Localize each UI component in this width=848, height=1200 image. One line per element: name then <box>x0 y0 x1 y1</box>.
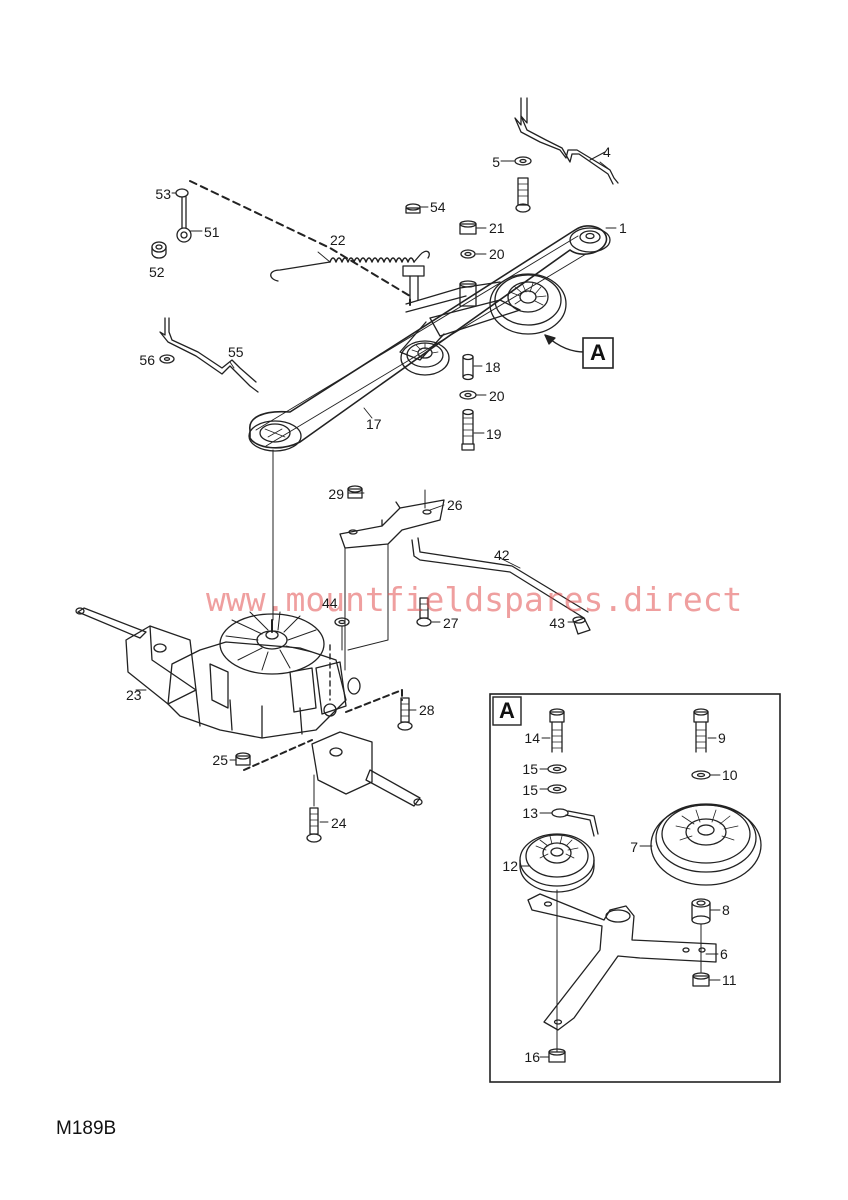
transaxle-23 <box>75 607 423 807</box>
washer-5 <box>500 156 532 213</box>
detail-label-16: 16 <box>524 1049 540 1065</box>
washer-44 <box>334 617 350 651</box>
pulley-1 <box>569 227 611 253</box>
nut-54 <box>405 203 421 214</box>
detail-label-12: 12 <box>502 858 518 874</box>
detail-idler-arm-6 <box>527 893 717 1031</box>
detail-label-11: 11 <box>722 972 737 988</box>
tension-spring-22 <box>270 250 430 282</box>
part-label-56: 56 <box>139 352 155 368</box>
bolt-19 <box>461 408 475 451</box>
idler-bracket <box>402 265 501 313</box>
part-label-43: 43 <box>549 615 565 631</box>
part-label-17: 17 <box>366 416 382 432</box>
detail-view-a-frame <box>489 693 781 1083</box>
rod-55 <box>159 317 259 393</box>
detail-pulley-7 <box>650 803 762 886</box>
nut-29 <box>347 485 363 499</box>
part-label-51: 51 <box>204 224 220 240</box>
detail-nut-16 <box>548 1048 566 1063</box>
detail-label-7: 7 <box>630 839 638 855</box>
part-label-55: 55 <box>228 344 244 360</box>
part-label-29: 29 <box>328 486 344 502</box>
detail-label-14: 14 <box>524 730 540 746</box>
detail-label-8: 8 <box>722 902 730 918</box>
part-label-42: 42 <box>494 547 510 563</box>
small-idler-pulley <box>400 340 450 376</box>
part-label-19: 19 <box>486 426 502 442</box>
detail-washer-10 <box>691 770 711 780</box>
cap-43 <box>572 616 591 635</box>
detail-spacer-8 <box>691 898 711 925</box>
detail-bracket-13 <box>551 808 599 837</box>
part-label-25: 25 <box>212 752 228 768</box>
detail-label-10: 10 <box>722 767 738 783</box>
part-label-22: 22 <box>330 232 346 248</box>
part-label-52: 52 <box>149 264 165 280</box>
detail-pulley-12 <box>519 833 595 893</box>
idler-arm <box>399 280 521 361</box>
part-label-23: 23 <box>126 687 142 703</box>
bracket-26 <box>339 489 445 549</box>
view-a-marker <box>582 337 614 369</box>
detail-label-6: 6 <box>720 946 728 962</box>
detail-label-9: 9 <box>718 730 726 746</box>
detail-bolt-9 <box>693 708 709 753</box>
detail-washer-15-b <box>547 784 567 794</box>
watermark-text: www.mountfieldspares.direct <box>206 580 743 619</box>
control-rod-4 <box>514 97 619 185</box>
detail-label-13: 13 <box>522 805 538 821</box>
detail-nut-11 <box>692 972 710 987</box>
detail-view-a-marker <box>492 696 522 726</box>
washer-56 <box>159 354 175 364</box>
washer-20-bottom <box>459 390 477 400</box>
part-label-24: 24 <box>331 815 347 831</box>
eye-bolt-51 <box>171 188 199 243</box>
detail-label-15-a: 15 <box>522 761 538 777</box>
part-label-53: 53 <box>155 186 171 202</box>
detail-bolt-14 <box>549 708 565 753</box>
part-label-28: 28 <box>419 702 435 718</box>
spacer-18 <box>462 353 474 381</box>
detail-washer-15-a <box>547 764 567 774</box>
nut-25 <box>235 752 251 766</box>
large-idler-pulley <box>489 273 567 335</box>
bolt-24 <box>306 774 322 843</box>
part-label-1: 1 <box>619 220 627 236</box>
engine-pulley <box>248 420 302 452</box>
detail-label-15-b: 15 <box>522 782 538 798</box>
rod-42 <box>411 537 589 619</box>
part-label-54: 54 <box>430 199 446 215</box>
nut-21 <box>459 220 477 235</box>
detail-view-a-label: A <box>499 698 515 723</box>
drawing-code: M189B <box>56 1118 117 1139</box>
washer-20-top <box>460 249 476 259</box>
part-label-44: 44 <box>322 595 338 611</box>
part-label-21: 21 <box>489 220 505 236</box>
part-label-20-bottom: 20 <box>489 388 505 404</box>
part-label-18: 18 <box>485 359 501 375</box>
part-label-20-top: 20 <box>489 246 505 262</box>
bolt-28 <box>397 697 413 731</box>
bolt-27 <box>416 597 432 627</box>
part-label-4: 4 <box>603 144 611 160</box>
part-label-26: 26 <box>447 497 463 513</box>
view-a-marker-label: A <box>590 340 606 365</box>
part-label-27: 27 <box>443 615 459 631</box>
part-label-5: 5 <box>492 154 500 170</box>
nut-52 <box>151 241 167 259</box>
